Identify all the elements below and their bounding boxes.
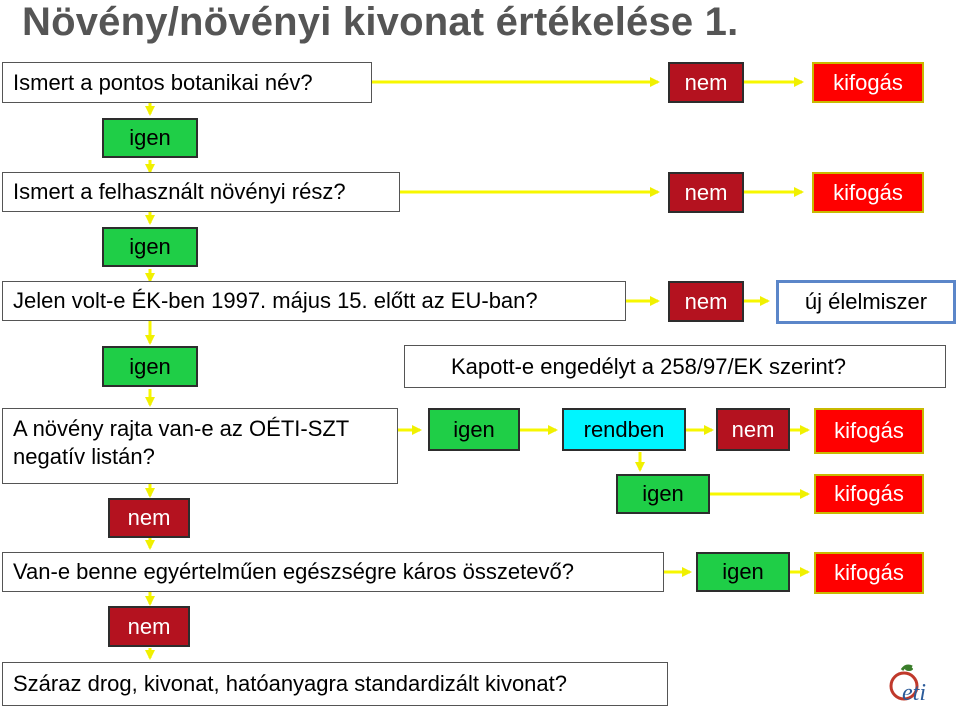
nem-box-2: nem bbox=[668, 172, 744, 213]
igen-box-6: igen bbox=[696, 552, 790, 592]
igen-box-4: igen bbox=[428, 408, 520, 451]
igen-box-3: igen bbox=[102, 346, 198, 387]
igen-box-5: igen bbox=[616, 474, 710, 514]
nem-box-4: nem bbox=[716, 408, 790, 451]
nem-box-6: nem bbox=[108, 606, 190, 647]
kifogas-box-5: kifogás bbox=[814, 552, 924, 594]
question-permit: Kapott-e engedélyt a 258/97/EK szerint? bbox=[404, 345, 946, 388]
kifogas-box-4: kifogás bbox=[814, 474, 924, 514]
page-title: Növény/növényi kivonat értékelése 1. bbox=[22, 0, 739, 44]
question-harmful-component: Van-e benne egyértelműen egészségre káro… bbox=[2, 552, 664, 592]
kifogas-box-2: kifogás bbox=[812, 172, 924, 213]
question-plant-part: Ismert a felhasznált növényi rész? bbox=[2, 172, 400, 212]
nem-box-1: nem bbox=[668, 62, 744, 103]
igen-box-1: igen bbox=[102, 118, 198, 158]
kifogas-box-3: kifogás bbox=[814, 408, 924, 454]
kifogas-box-1: kifogás bbox=[812, 62, 924, 103]
rendben-box: rendben bbox=[562, 408, 686, 451]
question-eu-presence: Jelen volt-e ÉK-ben 1997. május 15. előt… bbox=[2, 281, 626, 321]
question-dry-drug: Száraz drog, kivonat, hatóanyagra standa… bbox=[2, 662, 668, 706]
nem-box-5: nem bbox=[108, 498, 190, 538]
oeti-logo: eti bbox=[889, 664, 926, 706]
igen-box-2: igen bbox=[102, 227, 198, 267]
uj-elelmiszer-box: új élelmiszer bbox=[776, 280, 956, 324]
question-negative-list: A növény rajta van-e az OÉTI-SZT negatív… bbox=[2, 408, 398, 484]
nem-box-3: nem bbox=[668, 281, 744, 322]
svg-text:eti: eti bbox=[902, 680, 926, 706]
question-botanical-name: Ismert a pontos botanikai név? bbox=[2, 62, 372, 103]
